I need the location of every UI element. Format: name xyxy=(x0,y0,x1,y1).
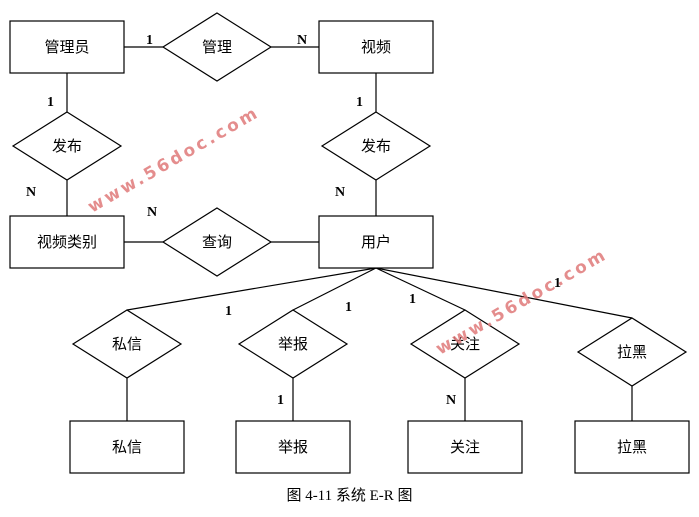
relationship-user-publish: 发布 xyxy=(320,111,432,181)
entity-user-label: 用户 xyxy=(361,233,391,251)
entity-private-msg-label: 私信 xyxy=(112,438,142,456)
entity-user: 用户 xyxy=(318,215,434,269)
line-user-private xyxy=(126,267,377,311)
relationship-follow: 关注 xyxy=(409,309,521,379)
line-user-follow xyxy=(375,267,466,311)
watermark-right: www.56doc.com xyxy=(433,245,612,360)
entity-report: 举报 xyxy=(235,420,351,474)
relationship-query: 查询 xyxy=(161,207,273,277)
entity-admin: 管理员 xyxy=(9,20,125,74)
cardinality-admin-publish-top: 1 xyxy=(47,95,54,110)
relationship-admin-publish-label: 发布 xyxy=(52,137,82,155)
cardinality-video-publish-bottom: N xyxy=(335,185,345,200)
cardinality-manage-video: N xyxy=(297,33,307,48)
entity-video: 视频 xyxy=(318,20,434,74)
cardinality-category-query: N xyxy=(147,205,157,220)
relationship-manage-label: 管理 xyxy=(202,38,232,56)
relationship-follow-label: 关注 xyxy=(450,335,480,353)
cardinality-user-private: 1 xyxy=(225,304,232,319)
cardinality-report-entity: 1 xyxy=(277,393,284,408)
entity-report-label: 举报 xyxy=(278,438,308,456)
entity-admin-label: 管理员 xyxy=(44,38,89,56)
line-user-report xyxy=(292,267,377,311)
relationship-manage: 管理 xyxy=(161,12,273,82)
cardinality-follow-entity: N xyxy=(446,393,456,408)
entity-video-label: 视频 xyxy=(361,38,391,56)
entity-follow: 关注 xyxy=(407,420,523,474)
cardinality-video-publish-top: 1 xyxy=(356,95,363,110)
line-user-blacklist xyxy=(375,267,633,319)
relationship-report: 举报 xyxy=(237,309,349,379)
cardinality-user-blacklist: 1 xyxy=(554,276,561,291)
cardinality-labels: 1 N 1 N 1 N N 1 1 1 1 1 N xyxy=(26,33,561,408)
entity-blacklist: 拉黑 xyxy=(574,420,690,474)
entity-private-msg: 私信 xyxy=(69,420,185,474)
entity-follow-label: 关注 xyxy=(450,438,480,456)
relationship-user-publish-label: 发布 xyxy=(361,137,391,155)
figure-caption: 图 4-11 系统 E-R 图 xyxy=(286,488,413,504)
relationship-admin-publish: 发布 xyxy=(11,111,123,181)
entity-video-category: 视频类别 xyxy=(9,215,125,269)
relationship-blacklist: 拉黑 xyxy=(576,317,688,387)
cardinality-admin-manage: 1 xyxy=(146,33,153,48)
entity-video-category-label: 视频类别 xyxy=(37,233,97,251)
relationship-query-label: 查询 xyxy=(202,233,232,251)
connector-lines xyxy=(66,46,633,421)
relationship-report-label: 举报 xyxy=(278,335,308,353)
cardinality-user-report: 1 xyxy=(345,300,352,315)
relationship-private-msg: 私信 xyxy=(71,309,183,379)
relationship-private-msg-label: 私信 xyxy=(112,335,142,353)
relationship-blacklist-label: 拉黑 xyxy=(617,343,647,361)
cardinality-user-follow: 1 xyxy=(409,292,416,307)
cardinality-admin-publish-bottom: N xyxy=(26,185,36,200)
entity-blacklist-label: 拉黑 xyxy=(617,438,647,456)
watermark-left: www.56doc.com xyxy=(85,103,264,218)
